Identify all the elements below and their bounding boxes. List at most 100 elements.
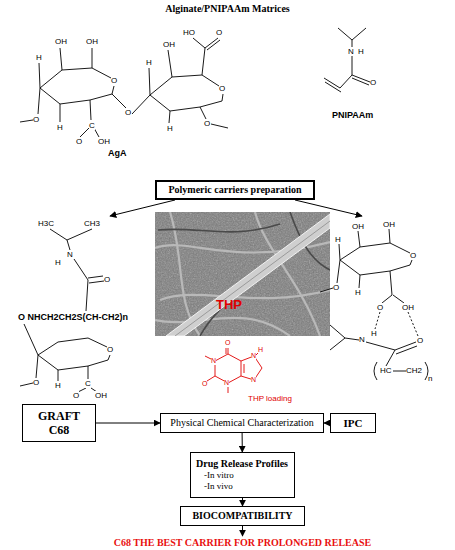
atom-label: O: [202, 380, 207, 388]
atom-label: C: [85, 379, 91, 388]
atom-label: H: [55, 258, 61, 267]
monomer-structure: [324, 28, 370, 92]
thp-molecule: [205, 348, 262, 393]
structure-name: PNIPAAm: [332, 110, 373, 120]
atom-label: N: [211, 357, 216, 365]
flow-arrow: [96, 423, 160, 424]
atom-label: N: [251, 352, 256, 360]
atom-label: O: [410, 251, 416, 260]
ring-bonds: [340, 243, 412, 275]
atom-label: O: [104, 275, 110, 284]
sem-rod-edge: [175, 221, 330, 336]
amide-bonds: [330, 325, 417, 371]
box-text: GRAFT C68: [33, 409, 85, 437]
atom-label: O: [370, 78, 376, 87]
process-box: Drug Release Profiles-In vitro-In vivo: [190, 452, 295, 498]
atom-label: O: [33, 115, 39, 124]
atom-label: N: [251, 376, 256, 384]
atom-label: O: [107, 345, 113, 354]
flow-arrow: [242, 433, 243, 452]
atom-label: O: [76, 137, 82, 146]
split-arrow: [110, 200, 175, 216]
atom-label: H: [36, 53, 42, 62]
box-text: IPC: [344, 417, 363, 430]
atom-label: H: [146, 58, 152, 67]
atom-label: OH: [383, 220, 395, 229]
atom-label: n: [428, 374, 432, 383]
atom-label: O: [204, 119, 210, 128]
atom-label: OH: [55, 37, 67, 46]
flow-arrow: [242, 498, 243, 506]
sem-rod: [166, 214, 330, 336]
atom-label: OH: [95, 391, 107, 400]
split-arrow: [295, 200, 362, 216]
atom-label: CH2: [406, 366, 422, 375]
ring-bonds: [40, 68, 114, 104]
ring-bonds: [150, 75, 223, 111]
atom-label: O: [216, 28, 222, 37]
monomer-bonds: [324, 28, 370, 92]
alginate-structure: [20, 38, 228, 137]
atom-label: N: [359, 335, 365, 344]
ipc-structure: [320, 229, 428, 380]
atom-label: O: [73, 391, 79, 400]
atom-label: OH: [98, 137, 110, 146]
atom-label: O: [377, 303, 383, 312]
atom-label: HO: [183, 28, 195, 37]
atom-label: CH3: [84, 219, 100, 228]
atom-label: H: [167, 124, 173, 133]
loading-label: THP loading: [248, 394, 292, 403]
atom-label: H: [355, 288, 361, 297]
repeat-brackets: [374, 362, 428, 380]
box-text: BIOCOMPATIBILITY: [192, 510, 292, 522]
substituent-bonds: [320, 229, 404, 303]
box-subtext: -In vitro: [196, 470, 234, 481]
process-box: GRAFT C68: [22, 404, 96, 442]
atom-label: OH: [163, 40, 175, 49]
atom-label: O: [33, 378, 39, 387]
atom-label: O: [225, 339, 230, 347]
atom-label: OH: [86, 37, 98, 46]
box-text: Physical Chemical Characterization: [170, 417, 313, 429]
thp-bonds: [205, 348, 259, 393]
atom-label: H: [55, 381, 61, 390]
atom-label: H3C: [38, 219, 54, 228]
process-box: BIOCOMPATIBILITY: [180, 506, 305, 526]
amide-bonds: [50, 229, 104, 311]
box-text: Drug Release Profiles: [196, 458, 288, 470]
atom-label: HC: [380, 366, 392, 375]
substituent-bonds: [20, 324, 97, 392]
atom-label: O: [219, 84, 225, 93]
conclusion-text: C68 THE BEST CARRIER FOR PROLONGED RELEA…: [92, 537, 393, 548]
substituent-bonds: [149, 38, 228, 128]
atom-label: OH: [402, 303, 414, 312]
atom-label: H: [335, 235, 341, 244]
atom-label: H: [57, 123, 63, 132]
atom-label: H: [371, 329, 377, 338]
atom-label: O: [333, 283, 339, 292]
atom-label: O: [111, 76, 117, 85]
diagram-title: Alginate/PNIPAAm Matrices: [0, 3, 455, 15]
hydrogen-bonds: [375, 312, 418, 336]
process-box: IPC: [330, 413, 376, 433]
atom-label: N: [67, 250, 73, 259]
ring-bonds: [38, 338, 110, 370]
drug-label: THP: [216, 298, 242, 312]
sem-texture: [155, 212, 330, 336]
atom-label: O: [125, 108, 131, 117]
atom-label: C: [89, 121, 95, 130]
conclusion-arrow: [242, 526, 243, 536]
atom-label: H: [358, 47, 364, 56]
box-subtext: -In vivo: [196, 481, 233, 492]
box-text: Polymeric carriers preparation: [168, 184, 301, 196]
graft-structure: [20, 229, 110, 392]
process-box: Polymeric carriers preparation: [155, 180, 315, 200]
sem-fibers-dark: [158, 212, 330, 336]
atom-label: O: [417, 336, 423, 345]
substituent-bonds: [20, 48, 150, 137]
process-box: Physical Chemical Characterization: [160, 413, 324, 433]
atom-label: H: [258, 346, 263, 354]
sem-image: [155, 212, 330, 336]
graft-formula: O NHCH2CH2S(CH-CH2)n: [18, 312, 128, 322]
